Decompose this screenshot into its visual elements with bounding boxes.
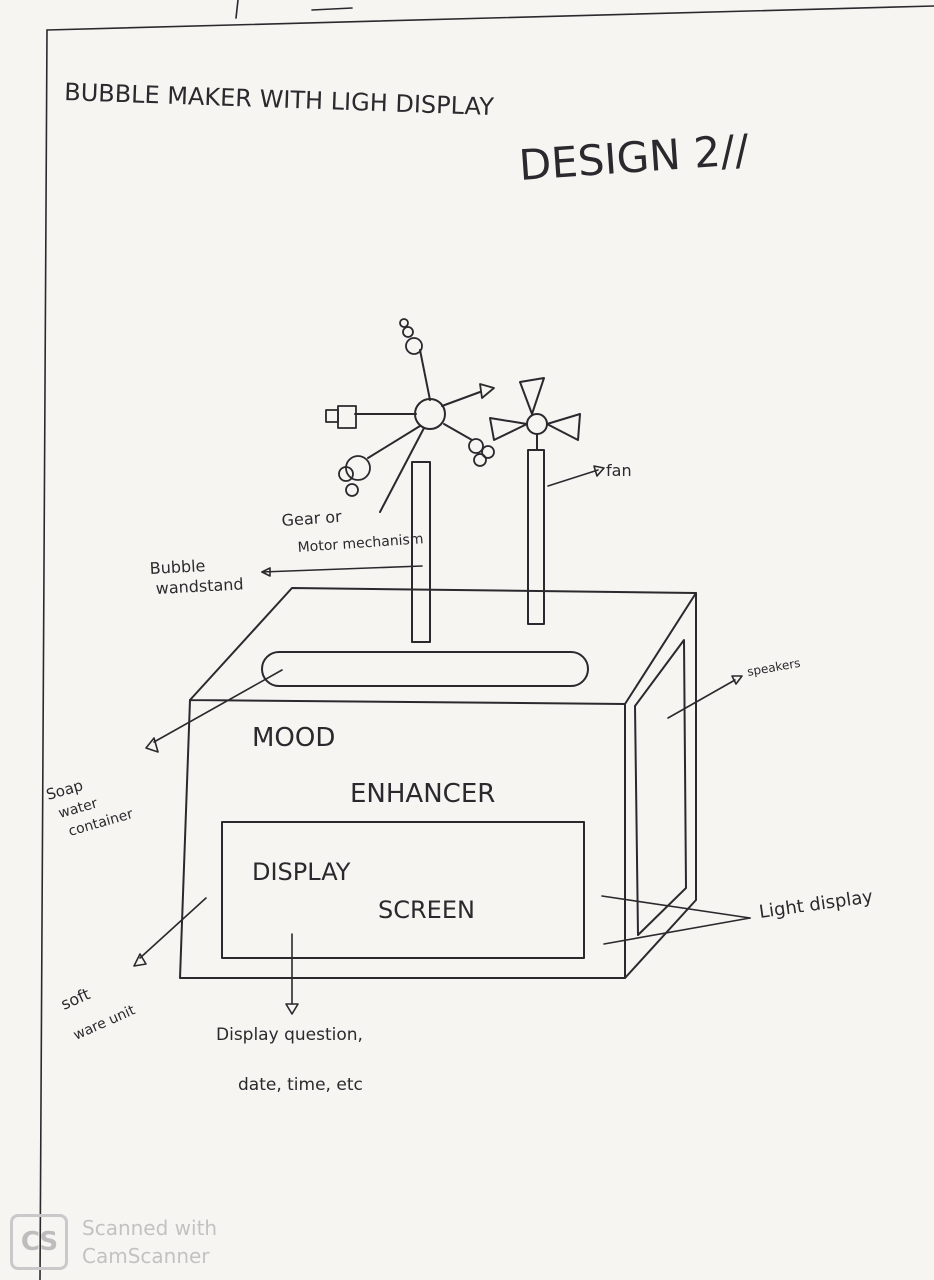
display-info-label-line2: date, time, etc <box>238 1075 363 1095</box>
bubble-wand-label-line2: wandstand <box>155 574 244 598</box>
page-border <box>39 0 934 1280</box>
mood-enhancer-box <box>179 587 697 979</box>
watermark-line1: Scanned with <box>82 1216 218 1240</box>
camscanner-text: Scanned with CamScanner <box>82 1214 217 1270</box>
software-label: soft <box>58 984 93 1013</box>
fan <box>489 377 581 625</box>
display-text: DISPLAY <box>252 858 351 886</box>
gear-label-line2: Motor mechanism <box>297 531 424 556</box>
page-title: BUBBLE MAKER WITH LIGH DISPLAY <box>64 78 495 121</box>
light-display-label: Light display <box>758 886 875 923</box>
speakers-label: speakers <box>746 656 801 679</box>
bubble-wand-label: Bubble <box>149 556 206 578</box>
screen-text: SCREEN <box>378 896 475 924</box>
camscanner-watermark: CS Scanned with CamScanner <box>8 1212 248 1272</box>
enhancer-text: ENHANCER <box>350 779 495 809</box>
bubble-wand-stand <box>354 349 481 643</box>
annotation-arrows <box>133 465 751 1015</box>
display-info-label: Display question, <box>216 1025 363 1045</box>
watermark-line2: CamScanner <box>82 1244 210 1268</box>
bubble-wands <box>325 318 495 497</box>
design-label: DESIGN 2// <box>517 125 751 190</box>
speaker-panel <box>634 639 687 936</box>
camscanner-logo: CS <box>10 1214 68 1270</box>
soap-water-container <box>261 651 589 687</box>
display-screen <box>221 821 585 959</box>
fan-label: fan <box>606 461 632 480</box>
software-label-line2: ware unit <box>71 1002 138 1044</box>
gear-label: Gear or <box>281 507 343 530</box>
mood-text: MOOD <box>252 723 335 753</box>
